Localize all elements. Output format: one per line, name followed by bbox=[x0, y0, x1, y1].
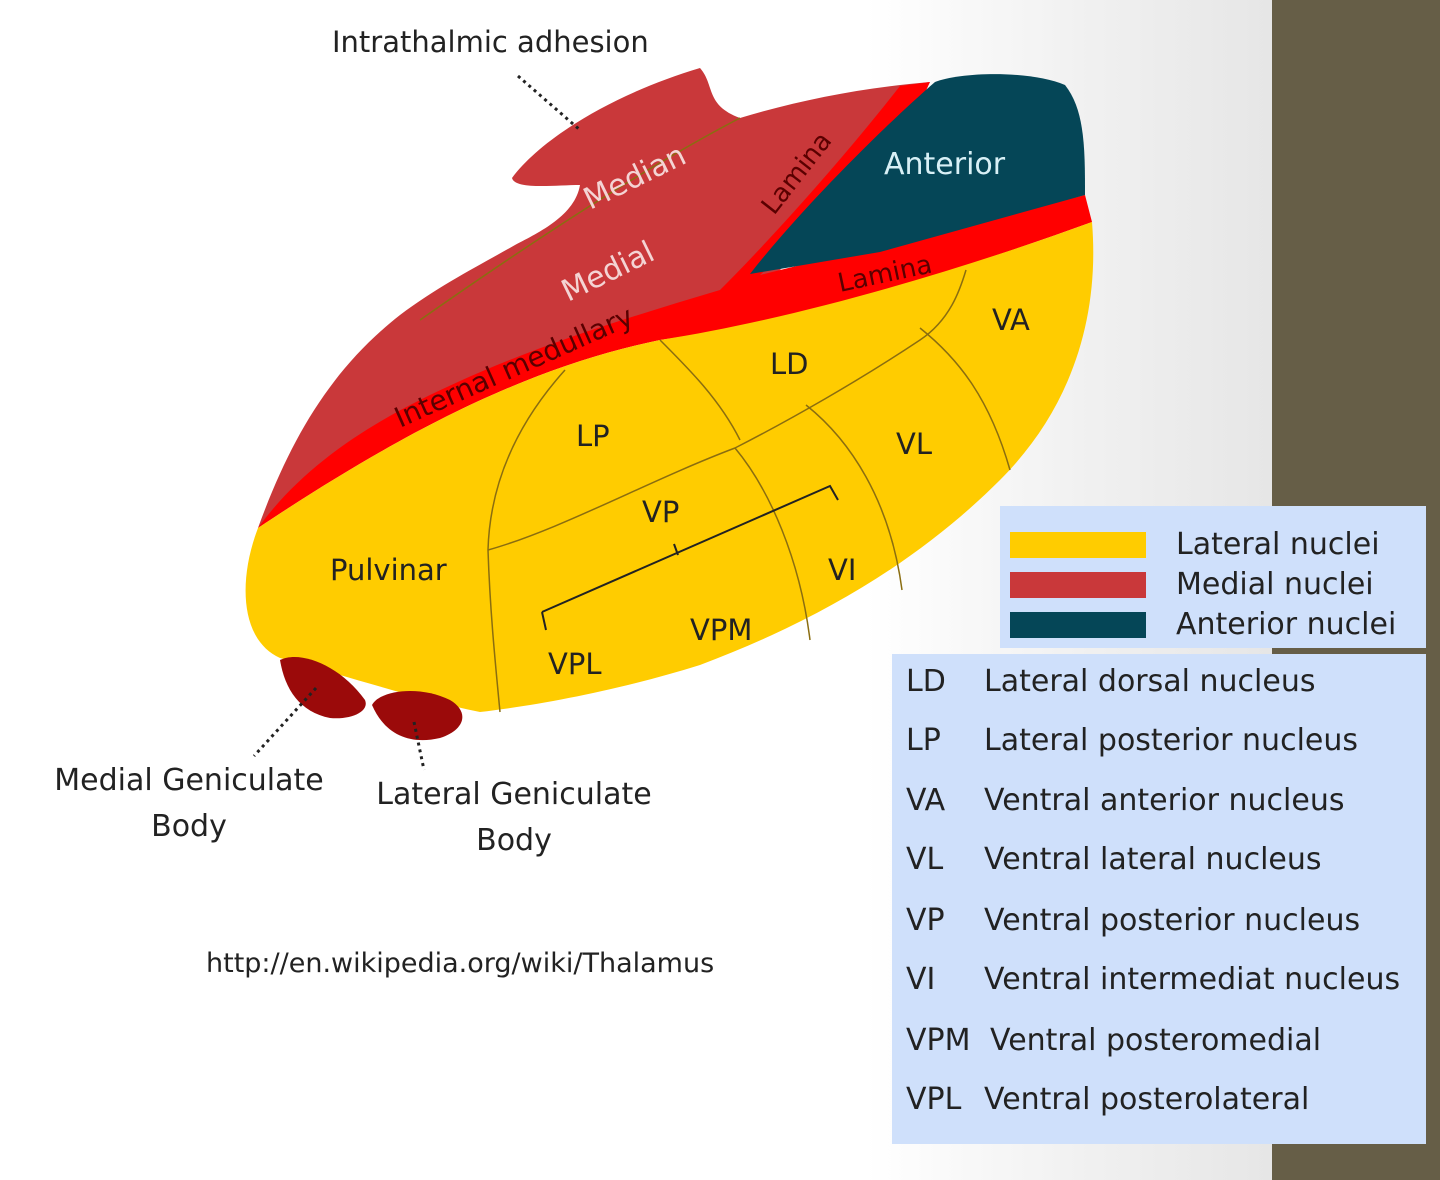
mgb-line-1: Medial Geniculate bbox=[54, 763, 324, 798]
abbr-desc: Lateral dorsal nucleus bbox=[984, 664, 1316, 699]
abbr-desc: Ventral anterior nucleus bbox=[984, 783, 1345, 818]
label-vp: VP bbox=[642, 495, 679, 529]
abbr-row: LP Lateral posterior nucleus bbox=[906, 721, 1358, 761]
abbr-row: VP Ventral posterior nucleus bbox=[906, 901, 1360, 941]
swatch-medial bbox=[1010, 572, 1146, 598]
abbr-code: VI bbox=[906, 962, 936, 997]
label-medial-geniculate-body: Medial Geniculate Body bbox=[46, 758, 332, 850]
label-vi: VI bbox=[828, 553, 856, 587]
callout-leaders bbox=[252, 74, 581, 771]
label-anterior: Anterior bbox=[884, 147, 1006, 182]
legend-lateral-label: Lateral nuclei bbox=[1176, 527, 1380, 562]
label-va: VA bbox=[992, 303, 1030, 337]
abbr-desc: Ventral lateral nucleus bbox=[984, 842, 1322, 877]
label-vl: VL bbox=[896, 427, 932, 461]
lgb-line-2: Body bbox=[476, 823, 552, 858]
label-vpm: VPM bbox=[690, 613, 752, 647]
abbr-row: LD Lateral dorsal nucleus bbox=[906, 662, 1315, 702]
abbr-code: VL bbox=[906, 842, 944, 877]
abbreviation-legend: LD Lateral dorsal nucleus LP Lateral poste… bbox=[892, 654, 1426, 1144]
thalamus-diagram: Intrathalmic adhesion Median Medial Ante… bbox=[245, 25, 1094, 771]
nucleus-boundaries bbox=[419, 117, 1011, 713]
abbr-code: LD bbox=[906, 664, 946, 699]
lateral-geniculate-body-shape bbox=[372, 690, 463, 741]
label-lp: LP bbox=[576, 419, 610, 453]
label-ld: LD bbox=[770, 347, 809, 381]
anterior-nucleus-region bbox=[750, 74, 1085, 274]
abbr-desc: Ventral posteromedial bbox=[990, 1023, 1322, 1058]
lgb-line-1: Lateral Geniculate bbox=[376, 777, 652, 812]
legend-medial-label: Medial nuclei bbox=[1176, 567, 1374, 602]
label-pulvinar: Pulvinar bbox=[330, 553, 447, 587]
source-url: http://en.wikipedia.org/wiki/Thalamus bbox=[206, 948, 715, 979]
vp-bracket bbox=[541, 484, 839, 631]
mgb-line-2: Body bbox=[151, 809, 227, 844]
abbr-code: VP bbox=[906, 903, 945, 938]
label-vpl: VPL bbox=[548, 647, 601, 681]
abbr-desc: Ventral posterior nucleus bbox=[984, 903, 1361, 938]
legend-anterior-label: Anterior nuclei bbox=[1176, 607, 1397, 642]
internal-medullary-lamina bbox=[258, 82, 1092, 528]
abbr-desc: Ventral intermediat nucleus bbox=[984, 962, 1401, 997]
abbr-desc: Lateral posterior nucleus bbox=[984, 723, 1359, 758]
lateral-nuclei-region bbox=[245, 222, 1094, 712]
abbr-row: VL Ventral lateral nucleus bbox=[906, 840, 1322, 880]
abbr-code: VPM bbox=[906, 1023, 971, 1058]
label-intrathalamic-adhesion: Intrathalmic adhesion bbox=[332, 25, 649, 59]
swatch-anterior bbox=[1010, 612, 1146, 638]
label-lateral-geniculate-body: Lateral Geniculate Body bbox=[372, 772, 656, 864]
abbr-row: VA Ventral anterior nucleus bbox=[906, 781, 1344, 821]
color-legend: Lateral nuclei Medial nuclei Anterior nu… bbox=[1000, 506, 1426, 648]
abbr-row: VPL Ventral posterolateral bbox=[906, 1080, 1309, 1120]
abbr-code: LP bbox=[906, 723, 941, 758]
abbr-row: VPM Ventral posteromedial bbox=[906, 1021, 1321, 1061]
swatch-lateral bbox=[1010, 532, 1146, 558]
abbr-row: VI Ventral intermediat nucleus bbox=[906, 960, 1400, 1000]
medial-geniculate-body-shape bbox=[280, 656, 366, 719]
abbr-code: VPL bbox=[906, 1082, 962, 1117]
abbr-code: VA bbox=[906, 783, 946, 818]
abbr-desc: Ventral posterolateral bbox=[984, 1082, 1310, 1117]
